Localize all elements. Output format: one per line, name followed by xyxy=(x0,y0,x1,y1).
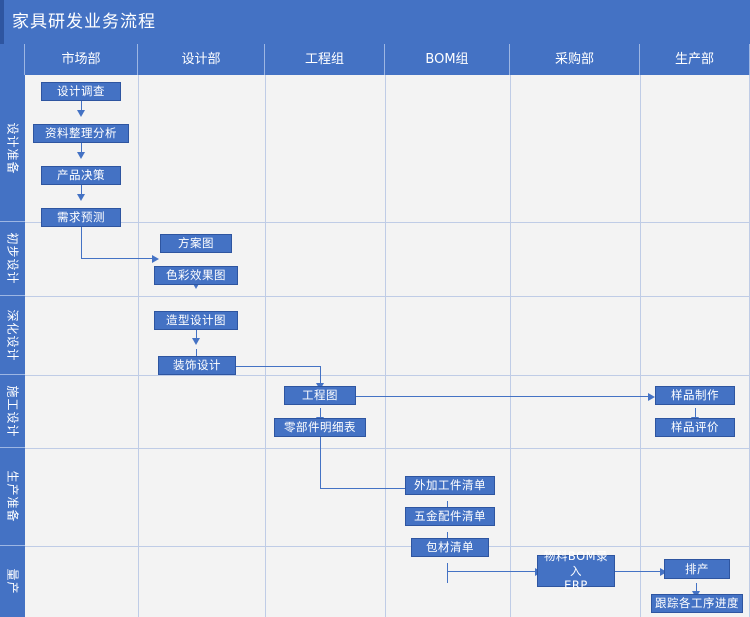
col-divider-design xyxy=(265,75,266,617)
row-divider-3 xyxy=(25,375,750,376)
node-design-survey[interactable]: 设计调查 xyxy=(41,82,121,101)
phase-label-design-prep: 设计准备 xyxy=(5,121,20,175)
node-demand-forecast[interactable]: 需求预测 xyxy=(41,208,121,227)
edge-arrow-n4-n5 xyxy=(152,255,159,263)
column-header-row: 市场部 设计部 工程组 BOM组 采购部 生产部 xyxy=(0,44,750,75)
edge-n9-n10 xyxy=(320,408,322,420)
row-divider-5 xyxy=(25,546,750,547)
phase-label-construction: 施工设计 xyxy=(5,384,20,438)
title-accent-bar xyxy=(0,0,4,44)
col-divider-bom xyxy=(510,75,511,617)
node-outsourced-parts-list[interactable]: 外加工件清单 xyxy=(405,476,495,495)
phase-label-deepen: 深化设计 xyxy=(5,308,20,362)
header-cell-design: 设计部 xyxy=(138,44,265,75)
edge-arrow-n2-n3 xyxy=(77,152,85,159)
phase-label-prod-prep: 生产准备 xyxy=(5,470,20,523)
edge-n8-n9-seg2 xyxy=(320,366,322,386)
header-cell-production: 生产部 xyxy=(640,44,750,75)
node-packaging-list[interactable]: 包材清单 xyxy=(411,538,489,557)
edge-n2-n3 xyxy=(81,142,83,155)
edge-arrow-n5-n6 xyxy=(192,282,200,289)
title-bar: 家具研发业务流程 xyxy=(0,0,750,44)
node-material-bom-erp[interactable]: 物料BOM录入 ERP xyxy=(537,549,615,592)
edge-arrow-n6-n7 xyxy=(192,338,200,345)
edge-n10-n13-seg2 xyxy=(320,488,412,490)
row-divider-2 xyxy=(25,296,750,297)
node-sample-evaluation[interactable]: 样品评价 xyxy=(655,418,735,437)
edge-n8-n9-seg1 xyxy=(236,366,321,368)
edge-n4-n5-seg2 xyxy=(81,258,154,260)
edge-n4-n5-seg1 xyxy=(81,226,83,259)
phase-row-prelim: 初步设计 xyxy=(0,222,25,296)
col-divider-market xyxy=(138,75,139,617)
node-scheme-drawing[interactable]: 方案图 xyxy=(160,234,232,253)
edge-n1-n2 xyxy=(81,100,83,113)
row-divider-4 xyxy=(25,448,750,449)
edge-arrow-n3-n4 xyxy=(77,194,85,201)
edge-arrow-n1-n2 xyxy=(77,110,85,117)
swimlane-canvas: 设计准备 初步设计 深化设计 施工设计 生产准备 量产 xyxy=(0,75,750,617)
phase-label-mass-prod: 量产 xyxy=(5,568,20,595)
col-divider-purchase xyxy=(640,75,641,617)
node-hardware-parts-list[interactable]: 五金配件清单 xyxy=(405,507,495,526)
row-divider-1 xyxy=(25,222,750,223)
node-color-rendering[interactable]: 色彩效果图 xyxy=(154,266,238,285)
edge-n9-n11 xyxy=(356,396,650,398)
phase-label-prelim: 初步设计 xyxy=(5,232,20,285)
node-modeling-drawing[interactable]: 造型设计图 xyxy=(154,311,238,330)
phase-rail: 设计准备 初步设计 深化设计 施工设计 生产准备 量产 xyxy=(0,75,25,617)
edge-arrow-n16-n17 xyxy=(660,568,667,576)
header-cell-bom: BOM组 xyxy=(385,44,510,75)
header-cell-purchase: 采购部 xyxy=(510,44,640,75)
edge-n15-n16-seg1 xyxy=(447,563,449,583)
node-decoration-design[interactable]: 装饰设计 xyxy=(158,356,236,375)
header-cell-corner xyxy=(0,44,25,75)
node-parts-list[interactable]: 零部件明细表 xyxy=(274,418,366,437)
phase-row-prod-prep: 生产准备 xyxy=(0,448,25,546)
phase-row-deepen: 深化设计 xyxy=(0,296,25,375)
edge-n11-n12 xyxy=(695,408,697,420)
col-divider-engineering xyxy=(385,75,386,617)
node-production-schedule[interactable]: 排产 xyxy=(664,559,730,579)
edge-n15-n16-seg2 xyxy=(447,571,537,573)
node-track-process[interactable]: 跟踪各工序进度 xyxy=(651,594,743,613)
edge-n7-n8 xyxy=(196,349,198,362)
edge-n16-n17 xyxy=(614,571,662,573)
header-cell-market: 市场部 xyxy=(25,44,138,75)
edge-n10-n13-seg1 xyxy=(320,437,322,489)
node-sample-making[interactable]: 样品制作 xyxy=(655,386,735,405)
phase-row-construction: 施工设计 xyxy=(0,375,25,448)
node-engineering-drawing[interactable]: 工程图 xyxy=(284,386,356,405)
edge-n17-n18 xyxy=(696,583,698,594)
node-data-analysis[interactable]: 资料整理分析 xyxy=(33,124,129,143)
edge-arrow-n9-n11 xyxy=(648,393,655,401)
phase-row-mass-prod: 量产 xyxy=(0,546,25,617)
header-cell-engineering: 工程组 xyxy=(265,44,385,75)
phase-row-design-prep: 设计准备 xyxy=(0,75,25,222)
page-title: 家具研发业务流程 xyxy=(12,12,156,32)
edge-n3-n4 xyxy=(81,184,83,197)
node-product-decision[interactable]: 产品决策 xyxy=(41,166,121,185)
